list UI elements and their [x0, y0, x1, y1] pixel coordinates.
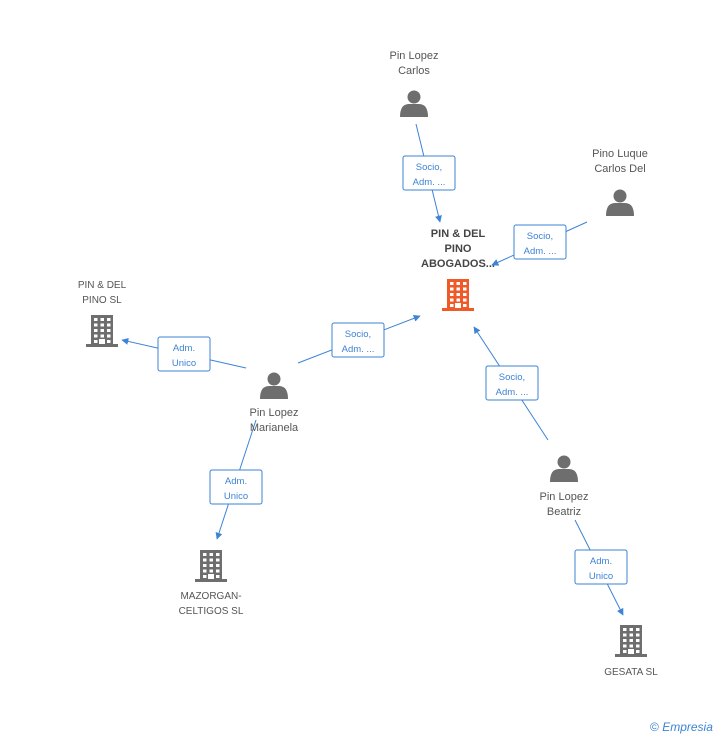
- building-icon: [442, 279, 474, 311]
- node-pin-del-pino-abogados[interactable]: PIN & DEL PINO ABOGADOS...: [421, 228, 495, 311]
- edge-label-text: Socio,: [345, 329, 371, 340]
- node-pin-del-pino-sl[interactable]: PIN & DEL PINO SL: [78, 280, 127, 347]
- edge-pin-lopez-marianela-to-pin-del-pino-abogados: Socio, Adm. ...: [297, 314, 421, 364]
- edge-label-box[interactable]: [331, 322, 385, 358]
- edge-label-text: Adm.: [225, 476, 247, 487]
- edge-pin-lopez-beatriz-to-pin-del-pino-abogados: Socio, Adm. ...: [473, 326, 549, 441]
- footer: © Empresia: [650, 720, 713, 734]
- node-label: CELTIGOS SL: [179, 606, 244, 617]
- edge-label-text: Adm. ...: [342, 344, 375, 355]
- node-label: PINO: [445, 243, 472, 255]
- node-label: MAZORGAN-: [180, 591, 241, 602]
- edge-label-text: Adm. ...: [496, 387, 529, 398]
- edge-label-text: Adm.: [590, 556, 612, 567]
- node-label: Carlos: [398, 65, 430, 77]
- node-label: Pino Luque: [592, 148, 648, 160]
- node-label: Beatriz: [547, 506, 581, 518]
- edges-layer: Socio, Adm. ... Socio, Adm. ... Socio, Adm. .…: [121, 123, 628, 616]
- edge-label-text: Unico: [172, 358, 196, 369]
- building-icon: [615, 625, 647, 657]
- node-label: GESATA SL: [604, 667, 658, 678]
- node-label: Pin Lopez: [540, 491, 589, 503]
- person-icon: [550, 455, 578, 482]
- person-icon: [260, 372, 288, 399]
- edge-label-box[interactable]: [209, 469, 263, 505]
- node-label: PIN & DEL: [431, 228, 486, 240]
- brand-logo: Empresia: [662, 720, 713, 734]
- node-label: PINO SL: [82, 295, 122, 306]
- edge-label-box[interactable]: [513, 224, 567, 260]
- edge-label-text: Socio,: [499, 372, 525, 383]
- node-label: Pin Lopez: [390, 50, 439, 62]
- edge-pin-lopez-beatriz-to-gesata-sl: Adm. Unico: [574, 519, 628, 616]
- person-icon: [400, 90, 428, 117]
- building-icon: [195, 550, 227, 582]
- node-label: Carlos Del: [594, 163, 645, 175]
- edge-label-box[interactable]: [574, 549, 628, 585]
- node-mazorgan-celtigos-sl[interactable]: MAZORGAN- CELTIGOS SL: [179, 550, 244, 617]
- node-label: Pin Lopez: [250, 407, 299, 419]
- edge-label-text: Adm. ...: [413, 177, 446, 188]
- person-icon: [606, 189, 634, 216]
- edge-label-text: Adm.: [173, 343, 195, 354]
- edge-pin-lopez-carlos-to-pin-del-pino-abogados: Socio, Adm. ...: [402, 123, 456, 223]
- edge-label-text: Socio,: [527, 231, 553, 242]
- edge-label-text: Unico: [589, 571, 613, 582]
- node-gesata-sl[interactable]: GESATA SL: [604, 625, 658, 678]
- edge-pino-luque-carlos-del-to-pin-del-pino-abogados: Socio, Adm. ...: [491, 221, 588, 266]
- edge-label-box[interactable]: [157, 336, 211, 372]
- edge-label-text: Adm. ...: [524, 246, 557, 257]
- edge-label-text: Unico: [224, 491, 248, 502]
- node-label: PIN & DEL: [78, 280, 127, 291]
- node-label: ABOGADOS...: [421, 258, 495, 270]
- edge-label-text: Socio,: [416, 162, 442, 173]
- edge-pin-lopez-marianela-to-pin-del-pino-sl: Adm. Unico: [121, 336, 247, 372]
- edge-pin-lopez-marianela-to-mazorgan-celtigos-sl: Adm. Unico: [209, 419, 263, 540]
- copyright-symbol: ©: [650, 720, 659, 734]
- building-icon: [86, 315, 118, 347]
- edge-label-box[interactable]: [402, 155, 456, 191]
- node-label: Marianela: [250, 422, 299, 434]
- edge-label-box[interactable]: [485, 365, 539, 401]
